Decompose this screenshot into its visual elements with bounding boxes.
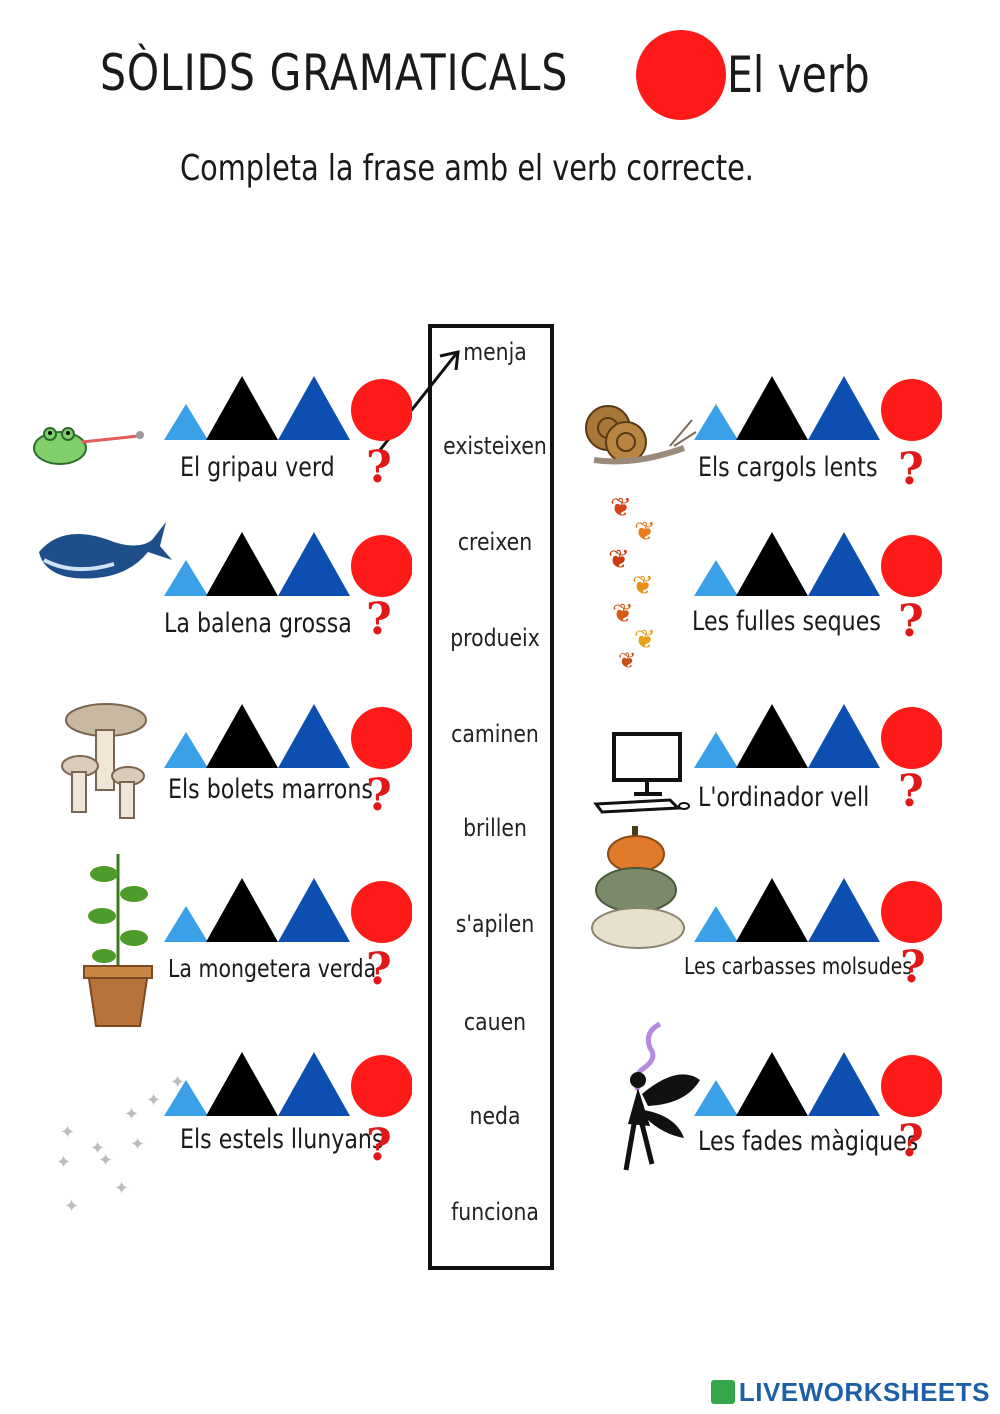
sentence-subject: Les fulles seques <box>692 606 881 637</box>
stars-icon: ✦ ✦ ✦ ✦ ✦ ✦ ✦ ✦ ✦ ✦ <box>56 1072 185 1216</box>
leaves-icon: ❦ ❦ ❦ ❦ ❦ ❦ ❦ <box>608 493 656 670</box>
question-mark-icon[interactable]: ? <box>366 944 392 995</box>
question-mark-icon[interactable]: ? <box>898 444 924 495</box>
page-title: SÒLIDS GRAMATICALS <box>100 44 569 102</box>
svg-text:❦: ❦ <box>612 599 634 629</box>
frog-icon <box>33 427 144 465</box>
svg-text:❦: ❦ <box>634 517 656 547</box>
question-mark-icon[interactable]: ? <box>898 766 924 817</box>
svg-text:✦: ✦ <box>56 1152 71 1173</box>
sentence-subject: La balena grossa <box>164 608 352 639</box>
question-mark-icon[interactable]: ? <box>900 942 926 993</box>
grammar-shapes <box>694 704 942 769</box>
svg-text:✦: ✦ <box>130 1134 145 1155</box>
grammar-shapes <box>164 1052 412 1117</box>
sentence-subject: Els estels llunyans <box>180 1124 384 1155</box>
svg-text:❦: ❦ <box>608 545 630 575</box>
grammar-shapes <box>694 376 942 441</box>
question-mark-icon[interactable]: ? <box>366 594 392 645</box>
svg-text:✦: ✦ <box>146 1090 161 1111</box>
footer-brand: LIVEWORKSHEETS <box>738 1377 990 1407</box>
verb-word-bank: menja existeixen creixen produeix camine… <box>428 324 554 1270</box>
whale-icon <box>39 522 172 579</box>
svg-text:✦: ✦ <box>64 1196 79 1216</box>
snails-icon <box>585 405 697 465</box>
svg-text:❦: ❦ <box>634 625 656 655</box>
sentence-subject: Els bolets marrons <box>168 774 373 805</box>
question-mark-icon[interactable]: ? <box>366 770 392 821</box>
verb-option[interactable]: existeixen <box>443 432 547 460</box>
question-mark-icon[interactable]: ? <box>366 1120 392 1171</box>
svg-text:❦: ❦ <box>632 571 654 601</box>
pumpkins-icon <box>591 826 685 949</box>
verb-option[interactable]: creixen <box>457 528 533 556</box>
verb-option[interactable]: s'apilen <box>455 910 535 938</box>
page-subtitle: El verb <box>727 46 870 104</box>
svg-text:❦: ❦ <box>610 493 632 523</box>
grammar-shapes <box>694 878 942 943</box>
svg-text:✦: ✦ <box>98 1150 113 1171</box>
grammar-shapes <box>694 532 942 597</box>
computer-icon <box>593 732 690 814</box>
grammar-shapes <box>164 532 412 597</box>
svg-text:✦: ✦ <box>60 1122 75 1143</box>
svg-text:✦: ✦ <box>114 1178 129 1199</box>
svg-text:✦: ✦ <box>90 1138 105 1159</box>
sentence-subject: La mongetera verda <box>168 954 377 983</box>
verb-red-circle-icon <box>636 30 726 120</box>
verb-option[interactable]: produeix <box>450 624 540 652</box>
mushrooms-icon <box>61 703 147 819</box>
sentence-subject: El gripau verd <box>180 452 335 483</box>
bean-plant-icon <box>83 854 153 1027</box>
verb-option[interactable]: menja <box>463 338 527 366</box>
grammar-shapes <box>164 376 412 441</box>
verb-option[interactable]: neda <box>469 1102 521 1130</box>
sentence-subject: Les fades màgiques <box>698 1126 919 1157</box>
liveworksheets-logo-icon <box>710 1380 735 1404</box>
instruction-text: Completa la frase amb el verb correcte. <box>180 148 754 189</box>
sentence-subject: L'ordinador vell <box>698 782 870 813</box>
verb-option[interactable]: caminen <box>451 720 539 748</box>
question-mark-icon[interactable]: ? <box>898 1116 924 1167</box>
grammar-shapes <box>164 878 412 943</box>
grammar-shapes <box>694 1052 942 1117</box>
sentence-subject: Les carbasses molsudes <box>684 954 913 980</box>
verb-option[interactable]: brillen <box>463 814 527 842</box>
question-mark-icon[interactable]: ? <box>366 442 392 493</box>
verb-option[interactable]: cauen <box>463 1008 527 1036</box>
svg-text:✦: ✦ <box>124 1104 139 1125</box>
question-mark-icon[interactable]: ? <box>898 596 924 647</box>
sentence-subject: Els cargols lents <box>698 452 878 483</box>
verb-option[interactable]: funciona <box>451 1198 539 1226</box>
svg-text:❦: ❦ <box>618 649 636 670</box>
fairy-icon <box>623 1021 700 1171</box>
grammar-shapes <box>164 704 412 769</box>
liveworksheets-logo: LIVEWORKSHEETS <box>710 1377 990 1408</box>
svg-text:✦: ✦ <box>170 1072 185 1093</box>
